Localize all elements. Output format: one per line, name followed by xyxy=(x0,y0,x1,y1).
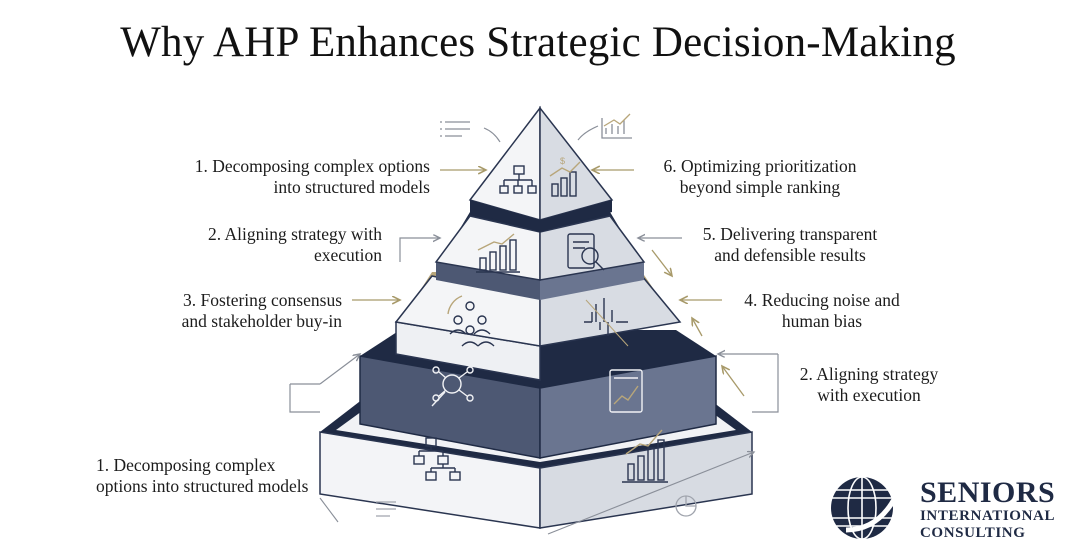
checklist-icon xyxy=(376,501,396,517)
label-left-2: 2. Aligning strategy with execution xyxy=(207,224,382,265)
connector-right-2 xyxy=(638,238,682,276)
list-icon xyxy=(440,121,470,137)
company-logo: SENIORS INTERNATIONAL CONSULTING xyxy=(828,474,1068,546)
rising-bar-chart-icon xyxy=(622,429,668,483)
network-magnifier-icon xyxy=(431,366,474,407)
pyramid-tier-2 xyxy=(434,212,646,300)
pyramid-tier-3 xyxy=(394,272,682,381)
label-right-1: 6. Optimizing prioritization beyond simp… xyxy=(663,156,857,197)
org-chart-icon xyxy=(413,437,461,481)
connector-right-4 xyxy=(718,354,779,413)
label-right-2: 5. Delivering transparent and defensible… xyxy=(702,224,878,265)
people-group-icon xyxy=(447,295,495,347)
connector-right-1 xyxy=(577,125,634,170)
mini-chart-icon xyxy=(601,113,632,139)
page-title: Why AHP Enhances Strategic Decision-Maki… xyxy=(120,19,956,66)
connector-bottom xyxy=(319,452,754,535)
label-left-3: 3. Fostering consensus and stakeholder b… xyxy=(181,290,342,331)
svg-text:$: $ xyxy=(560,156,565,166)
pyramid-tier-apex xyxy=(468,105,614,232)
label-left-4: 1. Decomposing complex options into stru… xyxy=(96,455,309,496)
label-left-1: 1. Decomposing complex options into stru… xyxy=(194,156,430,197)
logo-line-2: INTERNATIONAL xyxy=(920,508,1056,524)
sound-wave-icon xyxy=(584,298,629,347)
label-right-4: 2. Aligning strategy with execution xyxy=(799,364,939,405)
connector-left-1 xyxy=(440,127,501,170)
connector-right-3 xyxy=(680,300,722,337)
hierarchy-icon xyxy=(499,165,537,194)
growth-chart-icon: $ xyxy=(549,156,581,197)
pie-chart-icon xyxy=(675,495,697,517)
report-magnifier-icon xyxy=(567,233,605,271)
bar-chart-icon xyxy=(476,233,520,273)
logo-line-3: CONSULTING xyxy=(920,525,1026,541)
connector-left-4 xyxy=(289,354,360,413)
globe-logo-icon xyxy=(831,476,904,540)
trend-document-icon xyxy=(609,369,643,413)
logo-line-1: SENIORS xyxy=(920,476,1056,509)
connector-left-2 xyxy=(399,238,440,262)
label-right-3: 4. Reducing noise and human bias xyxy=(744,290,900,331)
